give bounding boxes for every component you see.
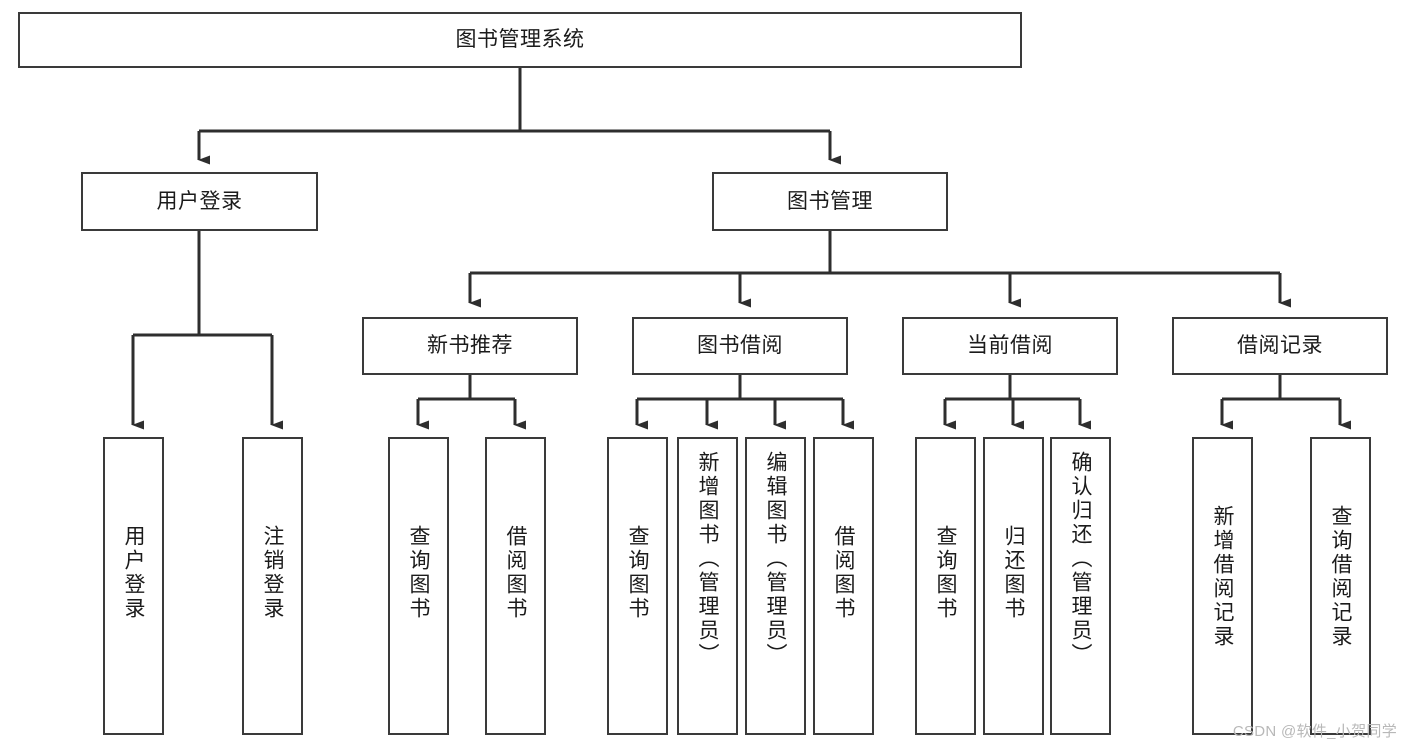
node-leaf-query-book-1[interactable]: 查询图书 [388, 437, 449, 735]
node-leaf-user-login-label: 用户登录 [122, 525, 145, 621]
node-book-manage-label: 图书管理 [787, 189, 873, 213]
node-new-book-recommend[interactable]: 新书推荐 [362, 317, 578, 375]
node-leaf-query-book-3-label: 查询图书 [934, 525, 957, 621]
node-leaf-borrow-book-1-label: 借阅图书 [504, 525, 527, 621]
node-user-login-label: 用户登录 [156, 189, 243, 213]
csdn-watermark: CSDN @软件_小贺同学 [1232, 723, 1397, 740]
node-leaf-query-book-2-label: 查询图书 [626, 525, 649, 621]
node-book-manage[interactable]: 图书管理 [712, 172, 948, 231]
node-leaf-edit-book[interactable]: 编辑图书（管理员） [745, 437, 806, 735]
node-leaf-query-book-3[interactable]: 查询图书 [915, 437, 976, 735]
node-leaf-borrow-book-2[interactable]: 借阅图书 [813, 437, 874, 735]
node-leaf-edit-book-label: 编辑图书（管理员） [764, 451, 787, 667]
node-root-label: 图书管理系统 [455, 28, 585, 52]
node-leaf-query-book-2[interactable]: 查询图书 [607, 437, 668, 735]
node-leaf-user-login[interactable]: 用户登录 [103, 437, 164, 735]
node-leaf-return-book-label: 归还图书 [1002, 525, 1025, 621]
node-current-borrow-label: 当前借阅 [967, 334, 1053, 358]
node-leaf-confirm-return-label: 确认归还（管理员） [1069, 451, 1092, 667]
node-leaf-query-record-label: 查询借阅记录 [1329, 505, 1352, 649]
node-leaf-add-book-label: 新增图书（管理员） [696, 451, 719, 667]
node-borrow-record[interactable]: 借阅记录 [1172, 317, 1388, 375]
node-leaf-add-record[interactable]: 新增借阅记录 [1192, 437, 1253, 735]
node-leaf-borrow-book-1[interactable]: 借阅图书 [485, 437, 546, 735]
node-leaf-logout-login-label: 注销登录 [261, 525, 284, 621]
node-current-borrow[interactable]: 当前借阅 [902, 317, 1118, 375]
node-borrow-record-label: 借阅记录 [1237, 334, 1323, 358]
node-leaf-confirm-return[interactable]: 确认归还（管理员） [1050, 437, 1111, 735]
node-leaf-logout-login[interactable]: 注销登录 [242, 437, 303, 735]
node-user-login[interactable]: 用户登录 [81, 172, 318, 231]
node-leaf-query-record[interactable]: 查询借阅记录 [1310, 437, 1371, 735]
node-leaf-add-record-label: 新增借阅记录 [1211, 505, 1234, 649]
node-root[interactable]: 图书管理系统 [18, 12, 1022, 68]
node-leaf-add-book[interactable]: 新增图书（管理员） [677, 437, 738, 735]
node-leaf-borrow-book-2-label: 借阅图书 [832, 525, 855, 621]
node-leaf-return-book[interactable]: 归还图书 [983, 437, 1044, 735]
node-book-borrow[interactable]: 图书借阅 [632, 317, 848, 375]
node-book-borrow-label: 图书借阅 [697, 334, 783, 358]
node-new-book-recommend-label: 新书推荐 [427, 334, 513, 358]
node-leaf-query-book-1-label: 查询图书 [407, 525, 430, 621]
